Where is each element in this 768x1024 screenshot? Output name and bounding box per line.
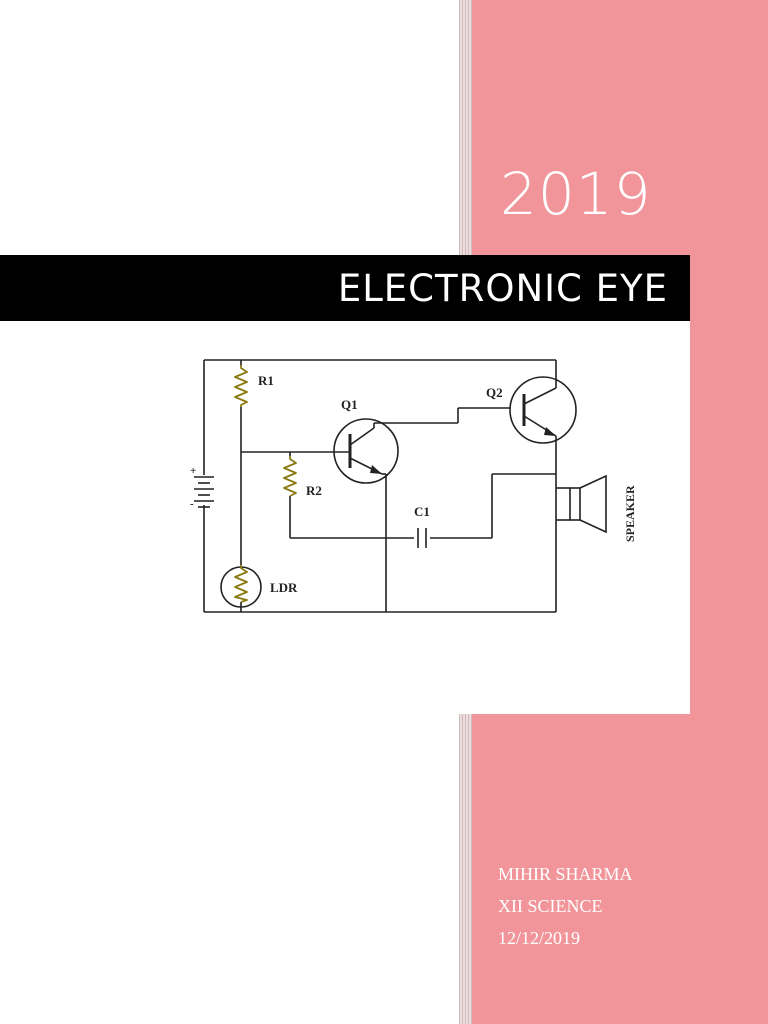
author-class: XII SCIENCE bbox=[498, 896, 603, 916]
q2-label: Q2 bbox=[486, 385, 503, 400]
r1-resistor bbox=[234, 365, 248, 407]
cover-title: ELECTRONIC EYE bbox=[337, 267, 668, 310]
ldr-resistor bbox=[234, 565, 248, 603]
c1-label: C1 bbox=[414, 504, 430, 519]
r2-label: R2 bbox=[306, 483, 322, 498]
cover-year: 2019 bbox=[500, 160, 652, 228]
r2-resistor bbox=[283, 456, 297, 497]
circuit-card bbox=[0, 321, 690, 714]
author-block: MIHIR SHARMA XII SCIENCE 12/12/2019 bbox=[498, 858, 633, 954]
q1-label: Q1 bbox=[341, 397, 358, 412]
battery-plus-label: + bbox=[190, 465, 196, 477]
r1-label: R1 bbox=[258, 373, 274, 388]
author-name: MIHIR SHARMA bbox=[498, 864, 633, 884]
cover-date: 12/12/2019 bbox=[498, 928, 581, 948]
ldr-label: LDR bbox=[270, 580, 298, 595]
speaker-label: SPEAKER bbox=[623, 485, 637, 542]
title-bar: ELECTRONIC EYE bbox=[0, 255, 690, 321]
battery-minus-label: - bbox=[190, 498, 194, 510]
circuit-diagram: R1 Q1 Q2 R2 C1 LDR + - SPEAKER bbox=[190, 359, 637, 613]
